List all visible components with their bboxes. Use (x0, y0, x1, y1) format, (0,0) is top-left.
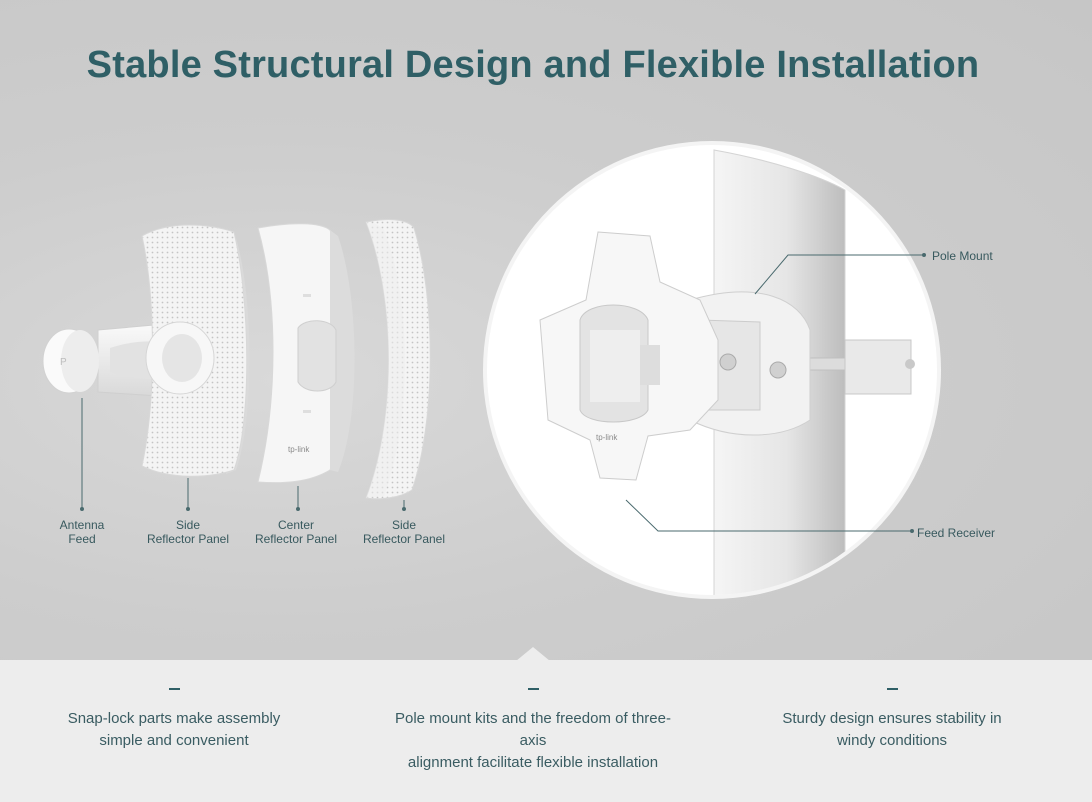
label-center-reflector-panel: Center Reflector Panel (254, 518, 338, 546)
label-side-reflector-panel-left: Side Reflector Panel (146, 518, 230, 546)
callout-feed-receiver: Feed Receiver (917, 526, 996, 540)
feature-sturdy-design: Sturdy design ensures stability in windy… (742, 688, 1042, 752)
side-reflector-panel-right (365, 219, 431, 500)
antenna-feed-logo-icon: P (60, 357, 67, 368)
feature-dash (527, 688, 539, 690)
page-title: Stable Structural Design and Flexible In… (86, 44, 980, 86)
callout-pole-mount: Pole Mount (932, 249, 993, 263)
center-reflector-panel: tp-link (257, 223, 355, 484)
feature-dash (886, 688, 898, 690)
label-antenna-feed: Antenna Feed (59, 518, 105, 546)
center-panel-logo: tp-link (288, 445, 310, 454)
feature-snap-lock: Snap-lock parts make assembly simple and… (24, 688, 324, 752)
exploded-leader-lines (80, 398, 406, 511)
callout-lines (625, 253, 926, 533)
product-illustration: P tp-link (42, 141, 941, 599)
feature-band (0, 660, 1092, 802)
label-side-reflector-panel-right: Side Reflector Panel (362, 518, 446, 546)
feature-band-notch (516, 647, 550, 661)
mount-logo: tp-link (596, 433, 618, 442)
feature-pole-mount-kits: Pole mount kits and the freedom of three… (383, 688, 683, 774)
feature-dash (168, 688, 180, 690)
side-reflector-panel-left (141, 224, 250, 477)
